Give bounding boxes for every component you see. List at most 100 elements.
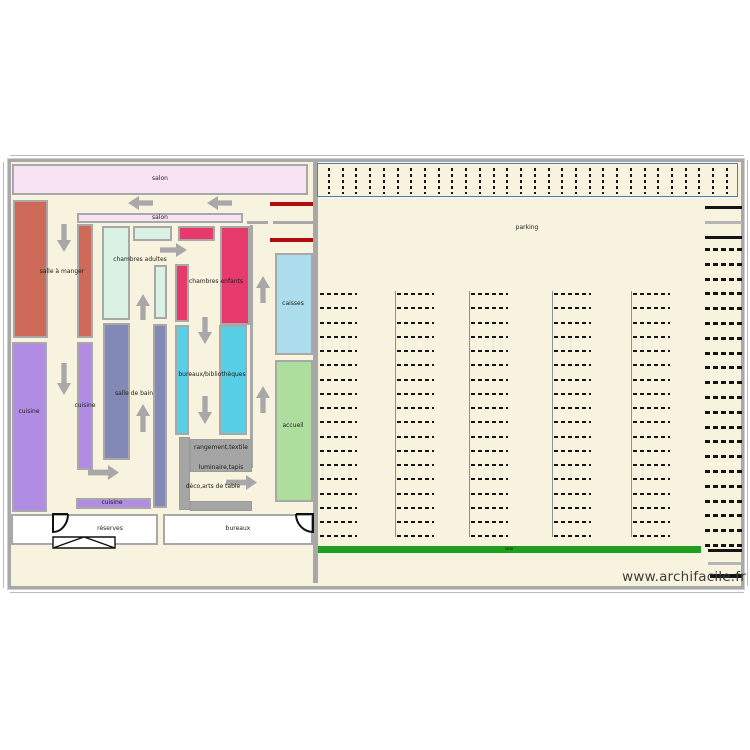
parking-space-divider bbox=[397, 350, 434, 352]
parking-space-divider bbox=[633, 492, 670, 495]
parking-strip-space-divider bbox=[478, 168, 481, 194]
parking-strip-space-divider bbox=[506, 168, 509, 194]
parking-space-divider-right bbox=[705, 410, 742, 414]
parking-space-divider bbox=[320, 335, 357, 338]
parking-edge-bar bbox=[705, 206, 742, 209]
rangement-block bbox=[190, 439, 252, 472]
parking-space-divider bbox=[471, 492, 508, 495]
parking-strip-space-divider bbox=[547, 168, 550, 194]
parking-strip-space-divider bbox=[725, 168, 728, 194]
parking-strip-space-divider bbox=[657, 168, 660, 194]
parking-space-divider bbox=[633, 364, 670, 367]
parking-space-divider bbox=[320, 435, 357, 438]
parking-space-divider bbox=[320, 407, 357, 409]
parking-lane-line bbox=[631, 291, 632, 537]
door-bureaux-icon bbox=[295, 513, 314, 534]
chambres-enfants-horiz bbox=[178, 226, 215, 241]
parking-strip-space-divider bbox=[629, 168, 632, 194]
parking-strip-space-divider bbox=[643, 168, 646, 194]
parking-strip-space-divider bbox=[533, 168, 536, 194]
parking-strip-space-divider bbox=[492, 168, 495, 194]
cuisine-col bbox=[77, 342, 93, 470]
parking-space-divider bbox=[554, 521, 591, 523]
circulation-arrow-up bbox=[256, 276, 270, 303]
parking-space-divider bbox=[554, 478, 591, 481]
chambres-adultes-horiz bbox=[133, 226, 172, 241]
parking-strip-space-divider bbox=[588, 168, 591, 194]
parking-lane-line bbox=[469, 291, 470, 537]
red-shelf-line-1 bbox=[270, 202, 313, 206]
parking-space-divider bbox=[554, 464, 591, 466]
parking-space-divider bbox=[633, 378, 670, 381]
parking-strip-space-divider bbox=[328, 168, 330, 194]
parking-space-divider-right bbox=[705, 292, 742, 296]
parking-strip-space-divider bbox=[561, 168, 564, 194]
salon-main bbox=[12, 164, 308, 195]
circulation-arrow-up bbox=[136, 294, 150, 320]
parking-strip-space-divider bbox=[602, 168, 605, 194]
circulation-arrow-right bbox=[88, 465, 119, 480]
interior-wall-seg-a bbox=[247, 221, 268, 224]
parking-space-divider bbox=[471, 435, 508, 438]
bureaux-room bbox=[163, 514, 313, 545]
road-label: voie bbox=[504, 546, 514, 551]
parking-space-divider bbox=[554, 421, 591, 424]
parking-space-divider bbox=[554, 492, 591, 495]
parking-strip-space-divider bbox=[382, 168, 385, 194]
parking-space-divider bbox=[471, 293, 508, 295]
salle-a-manger-col bbox=[77, 224, 93, 338]
parking-space-divider bbox=[471, 392, 508, 395]
parking-space-divider-right bbox=[705, 499, 742, 503]
parking-strip-space-divider bbox=[520, 168, 523, 194]
parking-space-divider-right bbox=[705, 470, 742, 473]
caisses bbox=[275, 253, 313, 355]
parking-space-divider-right bbox=[705, 396, 742, 399]
parking-strip-space-divider bbox=[698, 168, 701, 194]
parking-space-divider bbox=[633, 335, 670, 338]
parking-strip-space-divider bbox=[355, 168, 358, 194]
parking-space-divider-right bbox=[705, 262, 742, 266]
parking-space-divider bbox=[397, 293, 434, 295]
parking-strip-space-divider bbox=[437, 168, 440, 194]
parking-strip-space-divider bbox=[574, 168, 577, 194]
parking-space-divider bbox=[471, 535, 508, 538]
parking-space-divider bbox=[633, 506, 670, 509]
parking-space-divider bbox=[320, 378, 357, 381]
chambres-adultes-col bbox=[102, 226, 130, 320]
parking-space-divider bbox=[471, 464, 508, 466]
circulation-arrow-right bbox=[226, 475, 257, 490]
parking-space-divider bbox=[471, 350, 508, 352]
parking-space-divider bbox=[471, 449, 508, 452]
parking-strip-space-divider bbox=[424, 168, 427, 194]
parking-space-divider-right bbox=[705, 248, 742, 251]
parking-strip-space-divider bbox=[684, 168, 687, 194]
circulation-arrow-left bbox=[207, 196, 232, 210]
parking-space-divider bbox=[397, 449, 434, 452]
area-label: bureaux bbox=[225, 525, 251, 532]
parking-space-divider bbox=[397, 421, 434, 424]
parking-space-divider bbox=[633, 464, 670, 466]
salon-strip bbox=[77, 213, 243, 223]
parking-space-divider bbox=[397, 464, 434, 466]
parking-space-divider-right bbox=[705, 455, 742, 459]
area-label: salle à manger bbox=[39, 268, 85, 275]
parking-space-divider bbox=[397, 307, 434, 310]
parking-space-divider bbox=[554, 506, 591, 509]
parking-space-divider bbox=[633, 521, 670, 523]
parking-space-divider bbox=[554, 335, 591, 338]
road-bar bbox=[318, 546, 701, 553]
parking-space-divider bbox=[554, 350, 591, 352]
parking-space-divider bbox=[397, 478, 434, 481]
parking-space-divider bbox=[397, 407, 434, 409]
circulation-arrow-left bbox=[128, 196, 153, 210]
area-label: cuisine bbox=[18, 408, 40, 415]
parking-space-divider bbox=[471, 335, 508, 338]
interior-wall-seg-b bbox=[273, 221, 313, 224]
parking-space-divider bbox=[554, 378, 591, 381]
parking-space-divider bbox=[397, 506, 434, 509]
parking-space-divider bbox=[633, 307, 670, 310]
parking-space-divider bbox=[633, 535, 670, 538]
parking-space-divider bbox=[320, 521, 357, 523]
parking-space-divider bbox=[554, 407, 591, 409]
parking-entry-strip bbox=[317, 163, 738, 197]
